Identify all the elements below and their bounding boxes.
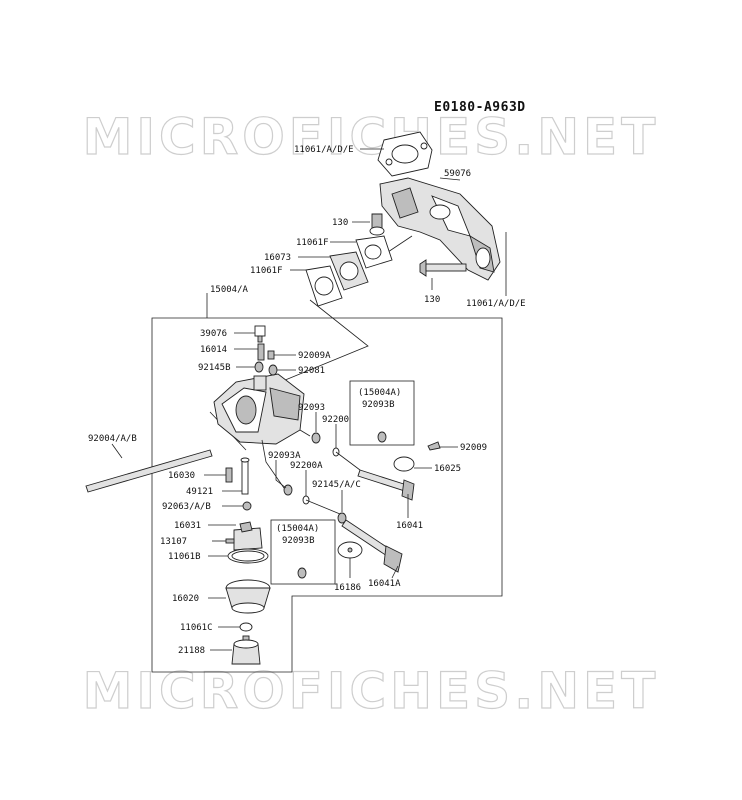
label-16025: 16025 <box>434 464 461 474</box>
carburetor-body-part <box>213 373 305 445</box>
centerline-shaft <box>335 451 361 471</box>
gasket-11061b-part <box>227 548 269 564</box>
label-gasket-lower: 11061/A/D/E <box>466 299 526 309</box>
inset-box-2 <box>270 519 336 585</box>
label-16041a: 16041A <box>368 579 401 589</box>
label-11061b: 11061B <box>168 552 201 562</box>
pin-49121-part <box>240 457 250 495</box>
gasket-f1-part <box>355 235 393 269</box>
screw-92009a-part <box>267 350 275 360</box>
bolt-upper-part <box>369 213 385 236</box>
gasket-f2-part <box>305 265 343 307</box>
centerline-intake <box>255 299 369 393</box>
label-92093: 92093 <box>298 403 325 413</box>
bowl-16020-part <box>225 579 271 614</box>
leader-stud <box>111 443 123 459</box>
gasket-top-part <box>377 131 433 177</box>
oring-92081-part <box>268 364 278 376</box>
spacer-part <box>329 251 369 291</box>
label-bolt-lower: 130 <box>424 295 440 305</box>
label-92063: 92063/A/B <box>162 502 211 512</box>
screw-39076-part <box>254 325 266 343</box>
label-16014: 16014 <box>200 345 227 355</box>
shaft-16041a-part <box>341 519 403 573</box>
label-21188: 21188 <box>178 646 205 656</box>
spring-92145ac-part <box>337 512 347 524</box>
centerline-seal <box>299 429 311 437</box>
label-inset2-title: (15004A) <box>276 524 319 534</box>
gasket-11061c-part <box>239 622 253 632</box>
label-92093a: 92093A <box>268 451 301 461</box>
leader-92093a <box>275 460 287 489</box>
label-stud: 92004/A/B <box>88 434 137 444</box>
clip-92063-part <box>242 501 252 511</box>
seal-92093-part <box>311 432 321 444</box>
label-92200a: 92200A <box>290 461 323 471</box>
label-bolt-upper: 130 <box>332 218 348 228</box>
label-inset2-part: 92093B <box>282 536 315 546</box>
diagram-code: E0180-A963D <box>434 100 526 115</box>
assembly-frame <box>151 317 503 673</box>
label-gasket-top: 11061/A/D/E <box>294 145 354 155</box>
label-manifold: 59076 <box>444 169 471 179</box>
inset-box-1 <box>349 380 415 446</box>
label-39076: 39076 <box>200 329 227 339</box>
bolt-lower-part <box>419 259 467 277</box>
jet-16030-part <box>225 467 233 483</box>
screw-13107-part <box>225 538 235 544</box>
centerline-92093a <box>261 439 285 489</box>
float-16031-part <box>233 521 263 551</box>
valve-16186-part <box>337 541 363 559</box>
leader-manifold <box>439 177 461 181</box>
seal-92093a-part <box>283 484 293 496</box>
shaft-16041-part <box>357 469 415 501</box>
jet-16014-part <box>257 343 265 361</box>
intake-manifold-part <box>379 177 501 281</box>
label-carburetor-assy: 15004/A <box>210 285 249 295</box>
label-92009: 92009 <box>460 443 487 453</box>
screw-92009-part <box>427 441 441 451</box>
spring-92145b-part <box>254 361 264 373</box>
plate-16025-part <box>393 456 415 472</box>
label-92145ac: 92145/A/C <box>312 480 361 490</box>
centerline-92145ac <box>305 499 341 515</box>
label-inset1-part: 92093B <box>362 400 395 410</box>
label-16041: 16041 <box>396 521 423 531</box>
label-16030: 16030 <box>168 471 195 481</box>
inset2-oring-part <box>297 567 307 579</box>
label-spacer: 16073 <box>264 253 291 263</box>
stud-part <box>85 449 213 493</box>
label-13107: 13107 <box>160 537 187 547</box>
label-92145b: 92145B <box>198 363 231 373</box>
label-gasket-f1: 11061F <box>296 238 329 248</box>
label-gasket-f2: 11061F <box>250 266 283 276</box>
label-inset1-title: (15004A) <box>358 388 401 398</box>
label-92081: 92081 <box>298 366 325 376</box>
label-92200: 92200 <box>322 415 349 425</box>
inset1-oring-part <box>377 431 387 443</box>
solenoid-21188-part <box>231 635 261 665</box>
label-11061c: 11061C <box>180 623 213 633</box>
label-16031: 16031 <box>174 521 201 531</box>
label-49121: 49121 <box>186 487 213 497</box>
label-16020: 16020 <box>172 594 199 604</box>
leader-16041a <box>391 565 399 579</box>
label-16186: 16186 <box>334 583 361 593</box>
label-92009a: 92009A <box>298 351 331 361</box>
